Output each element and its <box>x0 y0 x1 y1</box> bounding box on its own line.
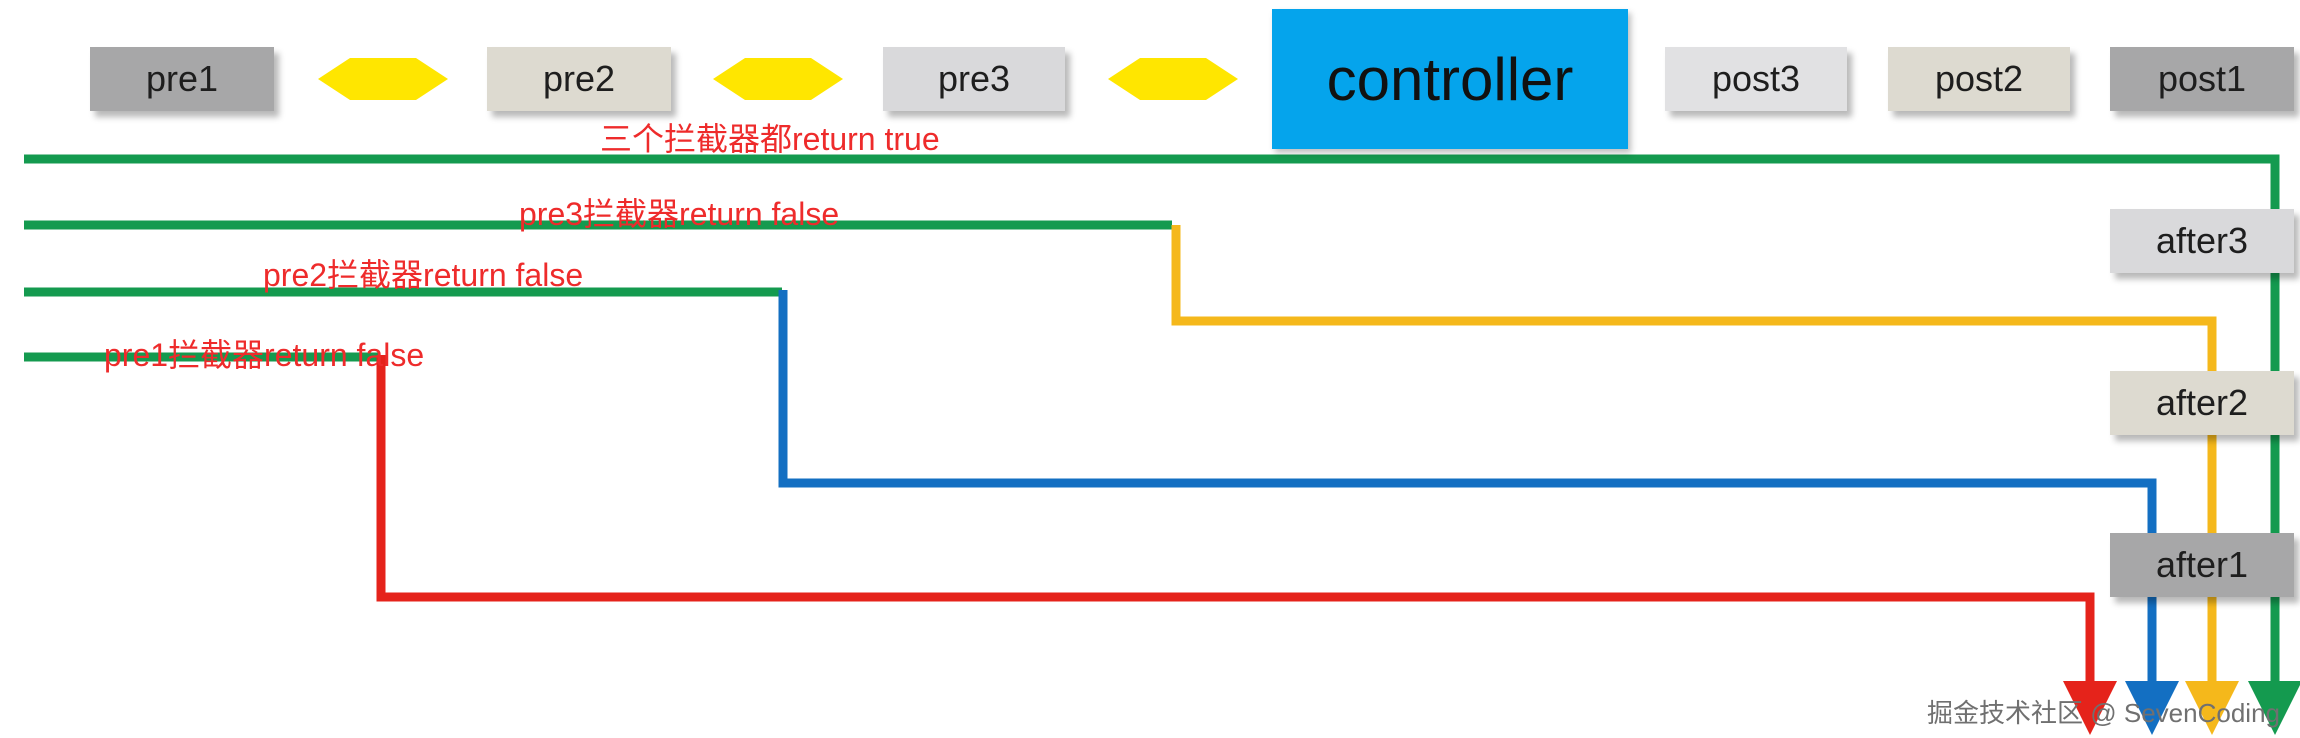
label-pre3-false: pre3拦截器return false <box>519 196 840 232</box>
label-pre1-false: pre1拦截器return false <box>104 337 425 373</box>
diamond-connector-3 <box>1108 58 1238 100</box>
stage-pre1: pre1 <box>90 47 274 111</box>
stage-after1: after1 <box>2110 533 2294 597</box>
stage-post2: post2 <box>1888 47 2070 111</box>
path-pre2-false <box>778 290 2179 735</box>
watermark-text: 掘金技术社区 @ SevenCoding <box>1927 698 2280 728</box>
path-pre3-false <box>1171 225 2239 735</box>
path-pre1-false <box>376 355 2117 735</box>
stage-pre3: pre3 <box>883 47 1065 111</box>
stage-after3: after3 <box>2110 209 2294 273</box>
stage-controller: controller <box>1272 9 1628 149</box>
stage-pre2: pre2 <box>487 47 671 111</box>
diamond-connector-1 <box>318 58 448 100</box>
diamond-connector-2 <box>713 58 843 100</box>
stage-post3: post3 <box>1665 47 1847 111</box>
stage-after2: after2 <box>2110 371 2294 435</box>
path-all-true <box>24 154 2300 735</box>
stage-post1: post1 <box>2110 47 2294 111</box>
label-all-true: 三个拦截器都return true <box>600 121 940 157</box>
label-pre2-false: pre2拦截器return false <box>263 257 584 293</box>
